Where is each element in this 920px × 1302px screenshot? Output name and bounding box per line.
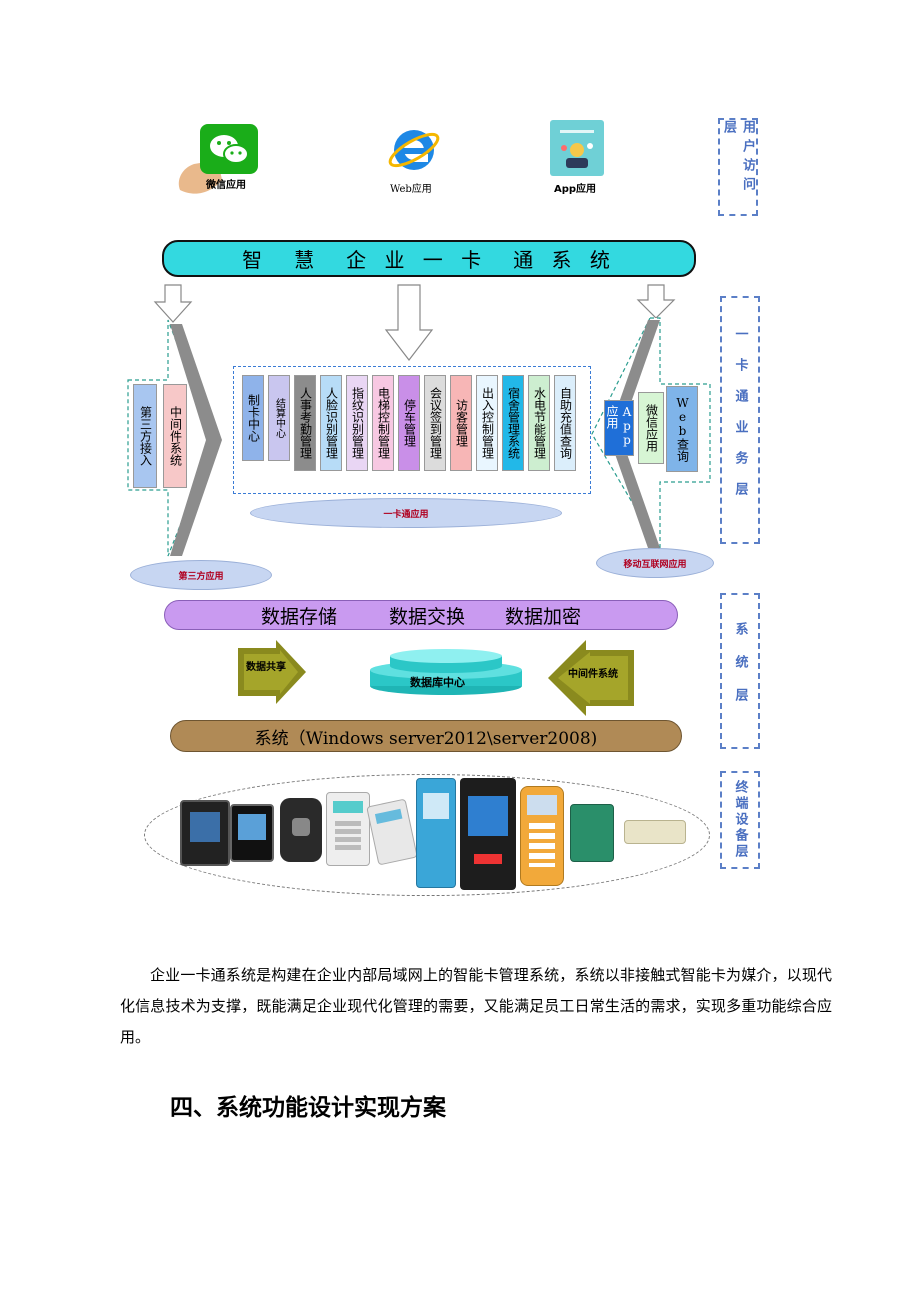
- wechat-icon: [200, 124, 258, 174]
- module-item: 指纹识别管理: [346, 375, 368, 471]
- face-terminal-device-1: [180, 800, 230, 866]
- module-item: 人脸识别管理: [320, 375, 342, 471]
- data-storage-label: 数据存储: [260, 605, 337, 628]
- mobile-internet-ellipse: 移动互联网应用: [596, 548, 714, 578]
- section-heading: 四、系统功能设计实现方案: [170, 1095, 446, 1121]
- terminal-devices-ellipse: [144, 774, 710, 896]
- module-item: 停车管理: [398, 375, 420, 471]
- intro-paragraph: 企业一卡通系统是构建在企业内部局域网上的智能卡管理系统，系统以非接触式智能卡为媒…: [120, 966, 832, 1046]
- third-party-ellipse: 第三方应用: [130, 560, 272, 590]
- third-party-access-box: 第三方接入: [133, 384, 157, 488]
- data-share-label: 数据共享: [246, 662, 286, 673]
- module-item: 宿舍管理系统: [502, 375, 524, 471]
- data-encrypt-label: 数据加密: [505, 605, 582, 628]
- data-share-arrow-icon: [238, 640, 306, 704]
- card-apps-ellipse: 一卡通应用: [250, 498, 562, 528]
- os-system-label: 系统（Windows server2012\server2008): [254, 728, 598, 749]
- os-system-bar: 系统（Windows server2012\server2008): [170, 720, 682, 752]
- module-item: 水电节能管理: [528, 375, 550, 471]
- power-module-device: [624, 820, 686, 844]
- app-label: App应用: [554, 184, 597, 195]
- terminal-devices-row: [180, 778, 700, 890]
- fingerprint-reader-device: [280, 798, 322, 862]
- module-item: 电梯控制管理: [372, 375, 394, 471]
- card-reader-device-1: [326, 792, 370, 866]
- middleware-arrow-icon: [548, 640, 634, 716]
- app-icon: [550, 120, 604, 176]
- mobile-app-box: App应用: [604, 400, 634, 456]
- web-app-label: Web应用: [390, 184, 432, 195]
- system-title-banner: 智 慧 企 业 一 卡 通 系 统: [162, 240, 696, 277]
- face-terminal-device-2: [230, 804, 274, 862]
- card-reader-device-2: [366, 798, 418, 866]
- ie-browser-icon: [388, 130, 440, 170]
- module-item: 自助充值查询: [554, 375, 576, 471]
- mobile-wechat-box: 微信应用: [638, 392, 664, 464]
- layer-label-terminal: 终端设备层: [720, 771, 760, 869]
- data-services-bar: 数据存储 数据交换 数据加密: [164, 600, 678, 630]
- layer-label-user: 用户访问层: [718, 118, 758, 216]
- module-item: 出入控制管理: [476, 375, 498, 471]
- modules-container: 制卡中心结算中心人事考勤管理人脸识别管理指纹识别管理电梯控制管理停车管理会议签到…: [233, 366, 591, 494]
- wechat-app-label: 微信应用: [206, 180, 246, 191]
- module-item: 人事考勤管理: [294, 375, 316, 471]
- layer-label-system: 系统层: [720, 593, 760, 749]
- data-exchange-label: 数据交换: [388, 605, 465, 628]
- layer-label-business: 一卡通业务层: [720, 296, 760, 544]
- kiosk-device-2: [460, 778, 516, 890]
- web-app-block: Web应用: [380, 118, 450, 198]
- database-center-icon: [370, 649, 522, 695]
- system-title: 智 慧 企 业 一 卡 通 系 统: [242, 248, 616, 272]
- modules-row: 制卡中心结算中心人事考勤管理人脸识别管理指纹识别管理电梯控制管理停车管理会议签到…: [242, 375, 576, 471]
- down-arrow-left-icon: [153, 284, 193, 323]
- kiosk-device-1: [416, 778, 456, 888]
- module-item: 访客管理: [450, 375, 472, 471]
- controller-board-device: [570, 804, 614, 862]
- handheld-device: [520, 786, 564, 886]
- middleware-box: 中间件系统: [163, 384, 187, 488]
- module-item: 结算中心: [268, 375, 290, 461]
- wechat-app-block: 微信应用: [172, 118, 264, 198]
- module-item: 制卡中心: [242, 375, 264, 461]
- mobile-web-box: Web查询: [666, 386, 698, 472]
- mobile-app-block: App应用: [548, 118, 618, 198]
- database-center-label: 数据库中心: [410, 676, 465, 689]
- down-arrow-right-icon: [636, 284, 676, 319]
- down-arrow-center-icon: [384, 284, 434, 361]
- module-item: 会议签到管理: [424, 375, 446, 471]
- middleware-system-label: 中间件系统: [568, 669, 618, 680]
